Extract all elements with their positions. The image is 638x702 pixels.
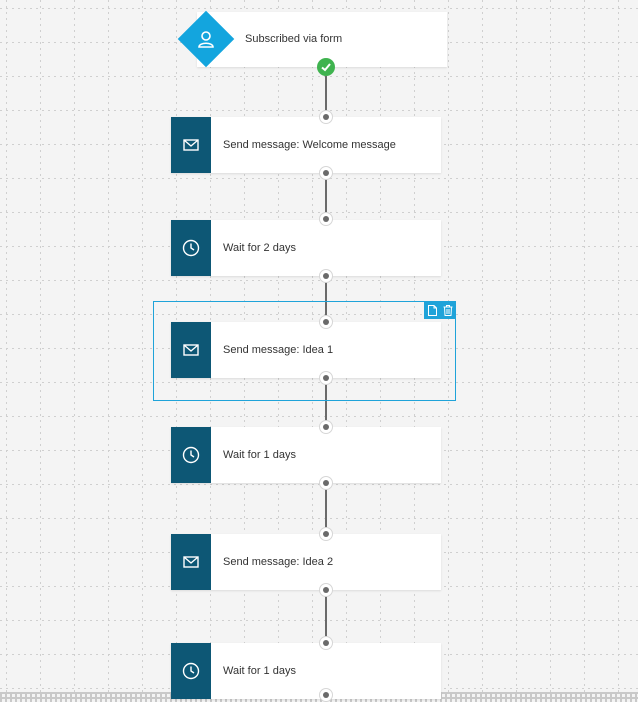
output-port[interactable] — [319, 688, 333, 702]
envelope-icon — [183, 344, 199, 356]
user-icon — [198, 31, 214, 48]
step-node-send-message[interactable]: Send message: Idea 2 — [171, 534, 441, 590]
selection-toolbar — [424, 301, 456, 319]
connector-line — [325, 384, 327, 426]
trash-icon — [443, 304, 453, 316]
clock-icon — [182, 239, 200, 257]
input-port[interactable] — [319, 315, 333, 329]
envelope-icon — [183, 139, 199, 151]
step-node-wait[interactable]: Wait for 1 days — [171, 427, 441, 483]
connector-line — [325, 596, 327, 642]
input-port[interactable] — [319, 527, 333, 541]
connector-line — [325, 489, 327, 533]
step-node-wait[interactable]: Wait for 2 days — [171, 220, 441, 276]
delete-button[interactable] — [441, 302, 455, 318]
input-port[interactable] — [319, 420, 333, 434]
output-port[interactable] — [319, 371, 333, 385]
output-port[interactable] — [319, 476, 333, 490]
step-icon-box — [171, 534, 211, 590]
input-port[interactable] — [319, 636, 333, 650]
step-label: Wait for 1 days — [223, 665, 296, 677]
clock-icon — [182, 446, 200, 464]
output-port[interactable] — [319, 110, 333, 124]
trigger-node[interactable]: Subscribed via form — [197, 12, 447, 67]
envelope-icon — [183, 556, 199, 568]
selection-frame — [153, 301, 456, 401]
output-port[interactable] — [319, 583, 333, 597]
step-node-wait[interactable]: Wait for 1 days — [171, 643, 441, 699]
success-check-icon — [317, 58, 335, 76]
step-icon-box — [171, 427, 211, 483]
step-icon-box — [171, 117, 211, 173]
connector-line — [325, 282, 327, 322]
output-port[interactable] — [319, 166, 333, 180]
connector-line — [325, 76, 327, 116]
connector-line — [325, 179, 327, 219]
trigger-label: Subscribed via form — [245, 33, 343, 45]
step-node-send-message[interactable]: Send message: Idea 1 — [171, 322, 441, 378]
step-icon-box — [171, 220, 211, 276]
step-icon-box — [171, 322, 211, 378]
step-icon-box — [171, 643, 211, 699]
duplicate-button[interactable] — [425, 302, 439, 318]
clock-icon — [182, 662, 200, 680]
output-port[interactable] — [319, 269, 333, 283]
step-label: Send message: Idea 1 — [223, 344, 334, 356]
step-label: Wait for 1 days — [223, 449, 296, 461]
step-label: Wait for 2 days — [223, 242, 296, 254]
input-port[interactable] — [319, 212, 333, 226]
step-label: Send message: Idea 2 — [223, 556, 334, 568]
step-node-send-message[interactable]: Send message: Welcome message — [171, 117, 441, 173]
copy-icon — [427, 304, 437, 316]
step-label: Send message: Welcome message — [223, 139, 396, 151]
